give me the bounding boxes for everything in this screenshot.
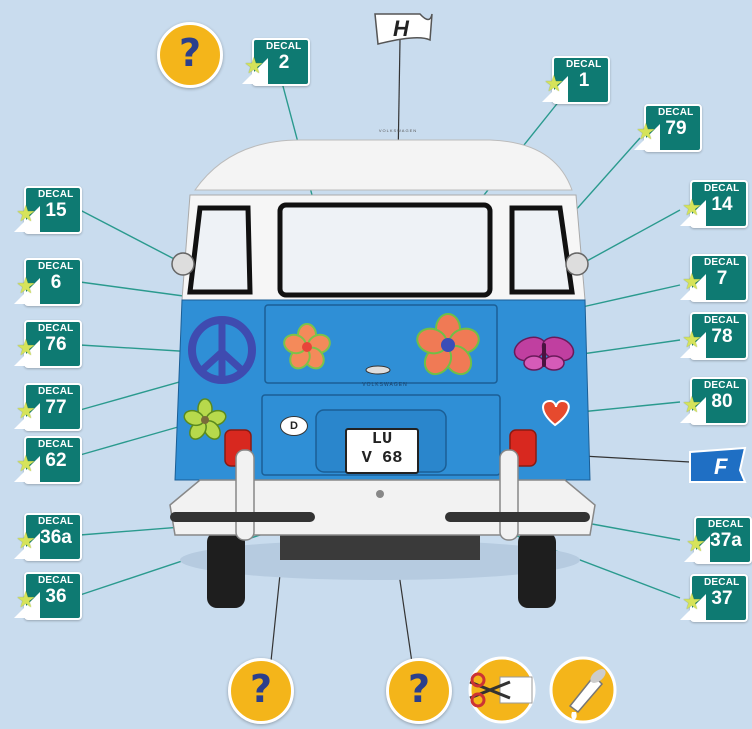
right-mirror [566,253,588,275]
star-icon: ★ [682,592,702,614]
left-window [190,208,250,292]
star-icon: ★ [682,395,702,417]
star-icon: ★ [16,454,36,476]
star-icon: ★ [16,204,36,226]
help-icon: ? [389,667,449,711]
license-plate: LU V 68 [345,428,419,474]
flag-f-label: F [714,454,727,480]
left-wheel [207,532,245,608]
cut-tool-icon [470,658,534,722]
rear-brand-text: VOLKSWAGEN [340,382,430,388]
star-icon: ★ [682,198,702,220]
plate-line-2: V 68 [347,449,417,468]
star-icon: ★ [682,330,702,352]
left-mirror [172,253,194,275]
right-wheel [518,532,556,608]
help-button-left[interactable]: ? [228,658,294,724]
star-icon: ★ [244,56,264,78]
star-icon: ★ [544,74,564,96]
star-icon: ★ [16,590,36,612]
flag-h-label: H [393,16,409,42]
plate-line-1: LU [347,430,417,449]
glue-tool-icon [551,658,615,722]
help-icon: ? [160,31,220,75]
rear-bumper [170,480,595,535]
star-icon: ★ [16,531,36,553]
star-icon: ★ [16,401,36,423]
right-window [512,208,572,292]
star-icon: ★ [636,122,656,144]
bumper-strip-right [445,512,590,522]
star-icon: ★ [682,272,702,294]
bus-roof [195,140,572,190]
help-button-center[interactable]: ? [386,658,452,724]
star-icon: ★ [686,534,706,556]
roof-brand-text: VOLKSWAGEN [352,128,444,133]
country-sticker: D [280,416,308,436]
bumper-strip-left [170,512,315,522]
help-icon: ? [231,667,291,711]
rear-window [280,205,490,295]
help-button-top[interactable]: ? [157,22,223,88]
star-icon: ★ [16,338,36,360]
star-icon: ★ [16,276,36,298]
